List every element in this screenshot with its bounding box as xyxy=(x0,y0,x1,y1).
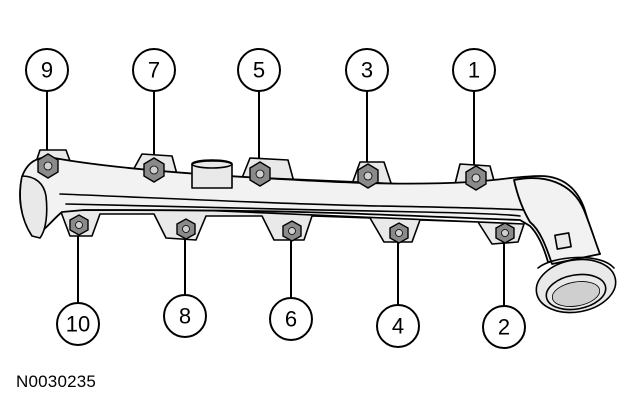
callout-10: 10 xyxy=(56,302,100,346)
callout-3: 3 xyxy=(345,48,389,92)
outlet-bore-outer xyxy=(545,273,607,311)
callout-1: 1 xyxy=(452,48,496,92)
bolt-7 xyxy=(143,157,165,183)
bolt-4 xyxy=(389,222,409,244)
exhaust-manifold xyxy=(19,149,617,314)
bolt-3 xyxy=(357,163,379,189)
lower-bolts xyxy=(69,214,515,244)
bolt-6 xyxy=(282,220,302,242)
outlet-collar xyxy=(537,256,615,269)
upper-bolts xyxy=(37,153,487,191)
figure-code: N0030235 xyxy=(16,372,97,391)
callout-9: 9 xyxy=(25,48,69,92)
callout-2-label: 2 xyxy=(498,315,510,340)
left-end-flange xyxy=(19,175,48,239)
outlet-elbow xyxy=(513,177,601,265)
callout-6-label: 6 xyxy=(285,307,297,332)
bolt-1 xyxy=(465,165,487,191)
callout-10-label: 10 xyxy=(66,312,90,337)
callout-2: 2 xyxy=(482,305,526,349)
callout-5: 5 xyxy=(237,48,281,92)
callout-4-label: 4 xyxy=(392,314,404,339)
callout-8: 8 xyxy=(163,294,207,338)
bolt-2 xyxy=(495,222,515,244)
bolt-8 xyxy=(176,218,196,240)
leader-lines xyxy=(46,91,505,306)
callout-3-label: 3 xyxy=(361,58,373,83)
callout-1-label: 1 xyxy=(468,58,480,83)
callout-4: 4 xyxy=(376,304,420,348)
manifold-crease xyxy=(59,193,527,211)
top-boss xyxy=(191,160,233,189)
outlet-bore-inner xyxy=(551,281,601,307)
callout-6: 6 xyxy=(269,297,313,341)
callout-7-label: 7 xyxy=(148,58,160,83)
manifold-crease-lower xyxy=(65,203,521,217)
callout-8-label: 8 xyxy=(179,304,191,329)
bolt-10 xyxy=(69,214,89,236)
bolt-9 xyxy=(37,153,59,179)
top-boss-rim xyxy=(191,159,233,169)
bolt-5 xyxy=(249,161,271,187)
callout-7: 7 xyxy=(132,48,176,92)
callout-5-label: 5 xyxy=(253,58,265,83)
outlet-tab xyxy=(554,232,572,250)
callout-9-label: 9 xyxy=(41,58,53,83)
